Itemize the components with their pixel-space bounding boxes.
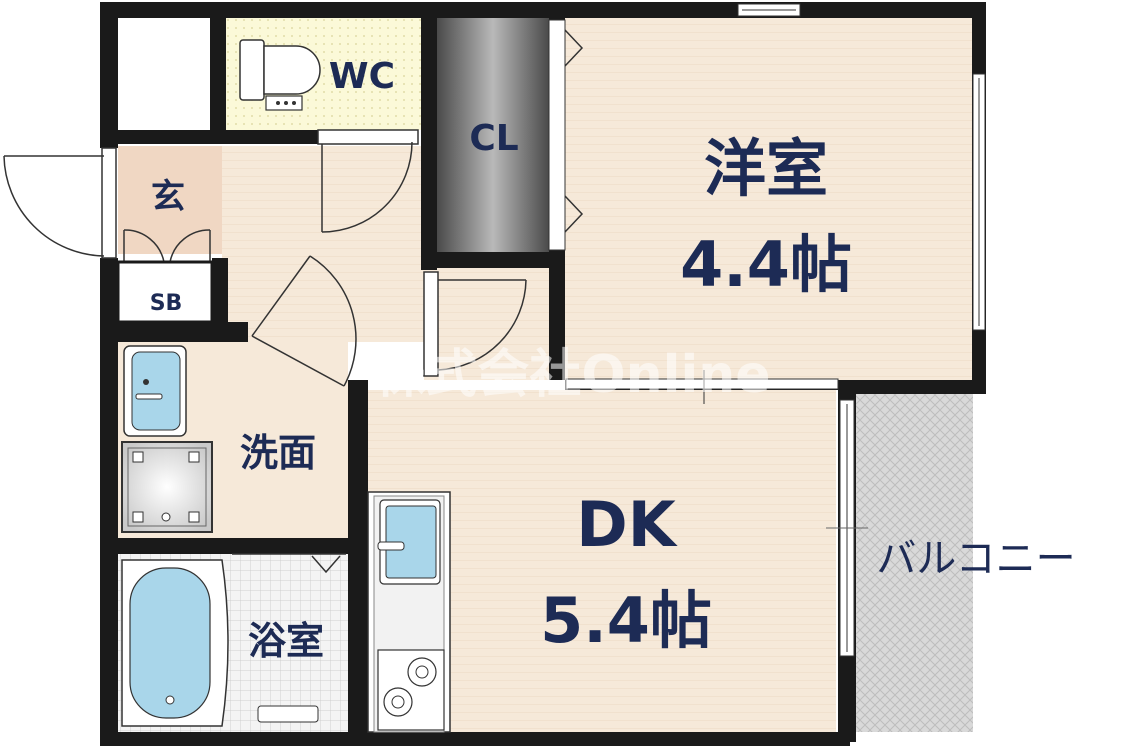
stove-icon (377, 649, 445, 731)
shoe-box-label: SB (150, 291, 183, 316)
hallway-floor-2 (424, 268, 551, 380)
storage-space (118, 18, 210, 130)
closet-label: CL (469, 118, 518, 159)
washroom-label: 洗面 (240, 431, 316, 475)
shoe-box-doors (123, 229, 211, 263)
bathtub-icon (121, 559, 319, 727)
balcony-floor (856, 394, 973, 732)
closet-floor (437, 18, 549, 252)
entrance-floor (118, 146, 222, 254)
bath-door (232, 553, 346, 574)
toilet-icon (239, 39, 321, 111)
western-room-floor (565, 18, 973, 380)
dk-label: DK (576, 488, 677, 561)
balcony-label: バルコニー (876, 536, 1075, 582)
entrance-label: 玄 (151, 177, 185, 217)
hallway-door (423, 271, 527, 377)
western-room-sliding-door (565, 370, 839, 404)
window-right (972, 73, 986, 331)
shoe-box (116, 260, 214, 324)
washroom-door (251, 255, 357, 387)
front-door (3, 147, 117, 259)
watermark: 株式会社Online (373, 345, 770, 405)
window-top (737, 3, 801, 17)
balcony-sash (826, 399, 868, 657)
closet-sliding-door (548, 19, 584, 251)
dk-size: 5.4帖 (540, 584, 712, 657)
western-room-label: 洋室 (704, 132, 828, 205)
western-room-size: 4.4帖 (680, 228, 852, 301)
washing-machine-space (121, 441, 213, 533)
wc-door (317, 129, 419, 233)
bathroom-label: 浴室 (248, 619, 324, 663)
sink-icon (377, 499, 441, 585)
hallway-floor (222, 146, 424, 342)
wc-label: WC (329, 56, 395, 97)
wash-basin-icon (123, 345, 187, 437)
